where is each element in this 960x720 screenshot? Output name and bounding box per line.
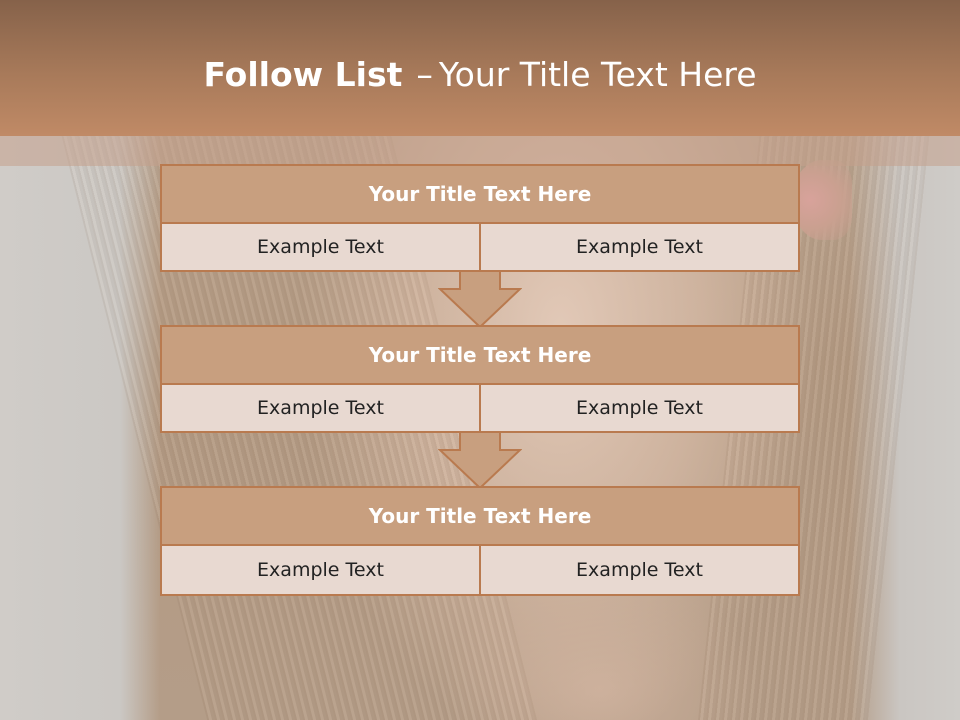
flow-block-title: Your Title Text Here bbox=[162, 327, 798, 385]
flow-block-cell-left: Example Text bbox=[257, 397, 384, 419]
down-arrow-icon bbox=[438, 271, 522, 329]
flow-block-cell-right: Example Text bbox=[479, 385, 798, 431]
down-arrow-icon bbox=[438, 432, 522, 490]
flow-block-row: Example Text Example Text bbox=[162, 224, 798, 270]
flow-block-title: Your Title Text Here bbox=[162, 166, 798, 224]
flow-block-3: Your Title Text Here Example Text Exampl… bbox=[160, 486, 800, 596]
slide-title: Follow List–Your Title Text Here bbox=[0, 52, 960, 98]
header-shadow-band bbox=[0, 136, 960, 166]
slide-title-dash: – bbox=[416, 55, 433, 94]
flow-block-2: Your Title Text Here Example Text Exampl… bbox=[160, 325, 800, 433]
flow-block-cell-right: Example Text bbox=[479, 546, 798, 594]
flow-block-cell-left: Example Text bbox=[257, 559, 384, 581]
flow-block-row: Example Text Example Text bbox=[162, 385, 798, 431]
flow-block-title: Your Title Text Here bbox=[162, 488, 798, 546]
slide-title-bold: Follow List bbox=[203, 55, 403, 94]
background-lips bbox=[792, 160, 852, 240]
header-band bbox=[0, 0, 960, 136]
flow-block-cell-right: Example Text bbox=[479, 224, 798, 270]
flow-block-row: Example Text Example Text bbox=[162, 546, 798, 594]
flow-block-cell-left: Example Text bbox=[257, 236, 384, 258]
slide-title-rest: Your Title Text Here bbox=[438, 55, 757, 94]
flow-block-1: Your Title Text Here Example Text Exampl… bbox=[160, 164, 800, 272]
